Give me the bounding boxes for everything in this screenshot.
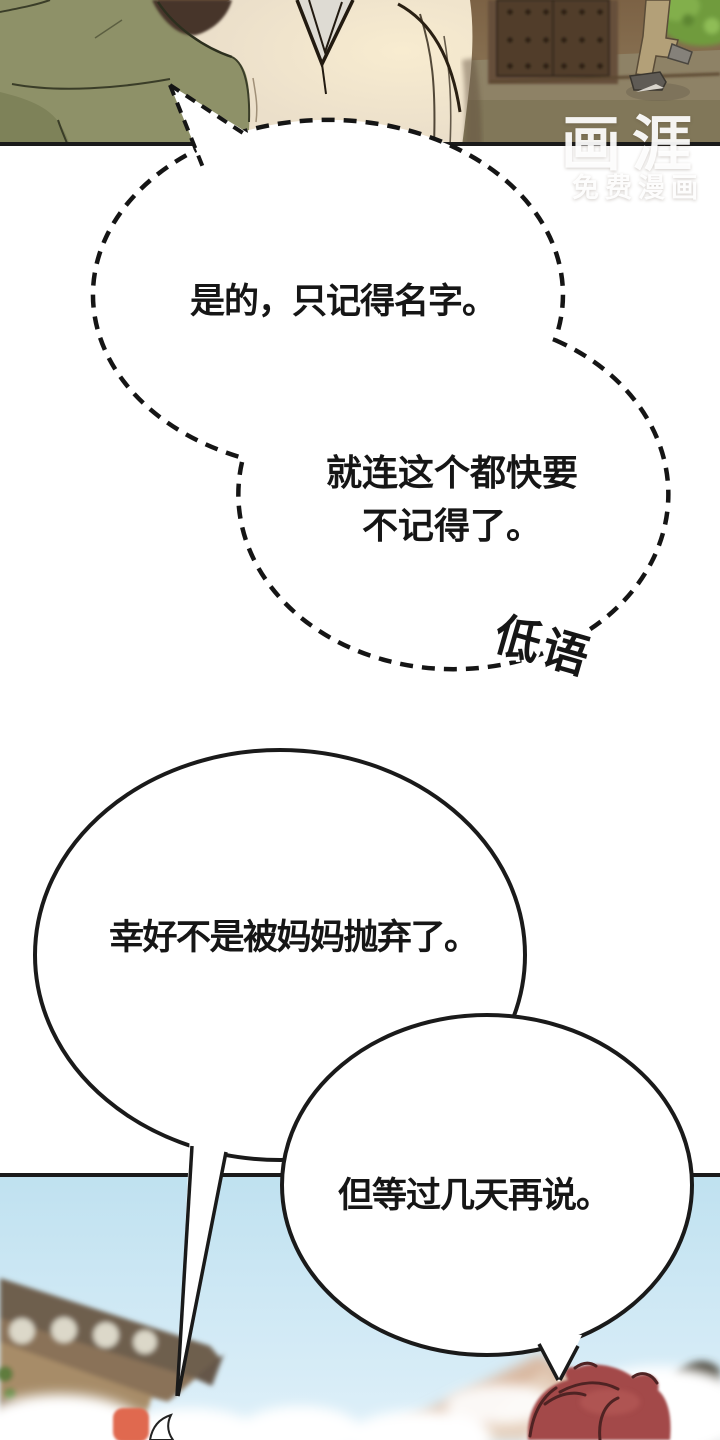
red-hair-head — [527, 1361, 671, 1440]
white-ear-shape — [148, 1413, 175, 1440]
bubble-solid-1-tail — [175, 1133, 228, 1398]
dark-hair — [152, 0, 232, 36]
foliage-dot-1 — [0, 1366, 13, 1382]
bubble-solid-1-tail-line-right — [176, 1151, 228, 1397]
vneck-inner-line — [308, 0, 343, 56]
bubble-solid-2-tail-fill — [534, 1332, 582, 1382]
dialogue-bubble2-text: 幸好不是被妈妈抛弃了。 — [109, 918, 479, 957]
dialogue-bubble3-text: 但等过几天再说。 — [338, 1176, 611, 1215]
bubble-dashed-tail-fill — [170, 85, 248, 174]
bubble-solid-2-outline — [280, 1013, 694, 1357]
bubble-dashed-tail-line-right — [168, 83, 248, 137]
hair-line-art — [528, 1361, 659, 1440]
bubble-solid-2-tail-line-left — [537, 1343, 560, 1381]
dialogue-bubble1-line2: 就连这个都快要 不记得了。 — [287, 446, 617, 552]
watermark-subtitle: 免费漫画 — [572, 173, 704, 203]
red-object — [113, 1408, 149, 1440]
panel-top — [0, 0, 720, 146]
bubble-dashed-tail-line-left — [168, 84, 206, 171]
shoe-sole — [636, 84, 664, 92]
bubble-dashed-outline — [90, 117, 671, 672]
bubble-solid-2 — [280, 1013, 694, 1382]
watermark-logo: 画涯 — [561, 111, 703, 178]
traditional-door — [488, 0, 720, 84]
jacket-crease-lines — [0, 0, 251, 146]
inner-shirt — [297, 0, 353, 64]
bubble-solid-1-tail-line-left — [175, 1145, 194, 1397]
dialogue-bubble1-line2b: 不记得了。 — [361, 505, 542, 546]
roof-eave-tip — [194, 1354, 224, 1386]
arm-seam-2 — [443, 35, 452, 146]
shoulder-seam — [397, 2, 462, 113]
figure-edge-shadow — [462, 58, 482, 146]
vneck-stem-line — [321, 63, 327, 95]
sweater-crease — [252, 77, 258, 123]
foliage-dot-2 — [4, 1388, 16, 1400]
roof-finials — [9, 1317, 157, 1354]
trousers — [635, 0, 679, 77]
jacket-shade — [0, 92, 70, 146]
walking-person — [626, 0, 693, 101]
roof-underside — [0, 1316, 196, 1402]
arm-seam-1 — [419, 13, 436, 146]
bubble-dashed — [90, 83, 671, 672]
bubble-solid-2-tail-line-right — [558, 1345, 580, 1381]
dialogue-bubble1-line1: 是的，只记得名字。 — [190, 282, 497, 321]
dialogue-bubble1-line2a: 就连这个都快要 — [325, 452, 578, 493]
shoe-right — [667, 42, 693, 65]
